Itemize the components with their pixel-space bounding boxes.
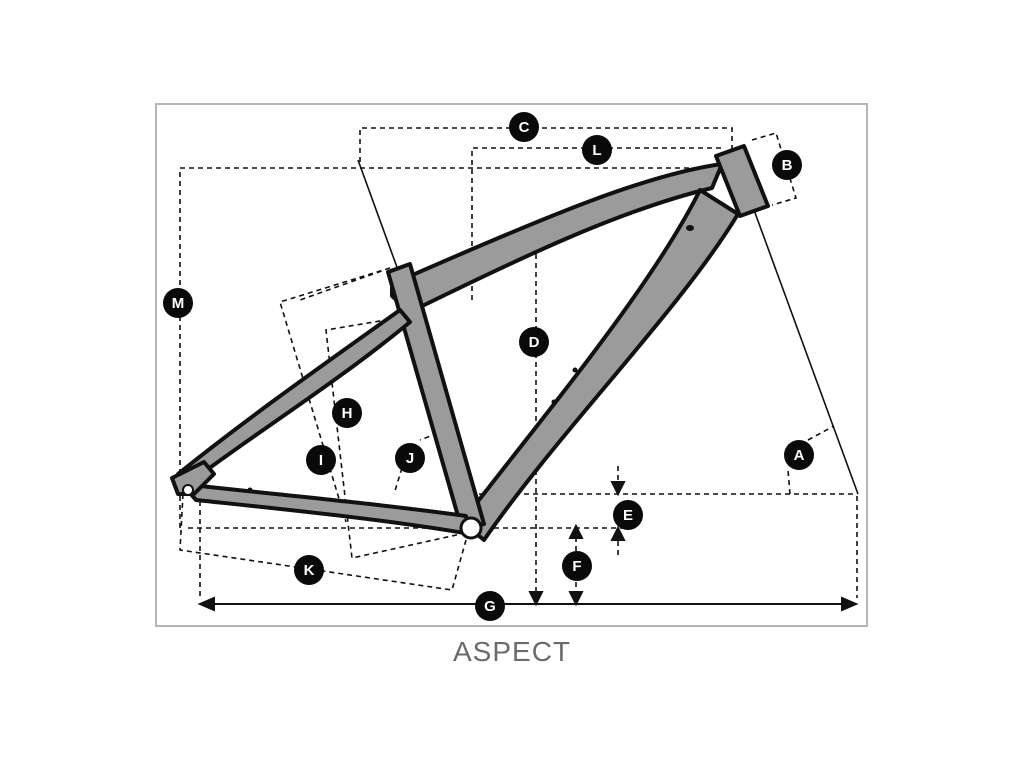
svg-text:E: E (623, 507, 633, 524)
marker-k: K (294, 555, 324, 585)
letter-markers: A B C D E F G (163, 112, 814, 621)
svg-text:C: C (519, 119, 530, 136)
svg-text:I: I (319, 452, 323, 469)
marker-e: E (613, 500, 643, 530)
svg-text:G: G (484, 598, 496, 615)
arrow-e-bottom-head (610, 525, 626, 541)
rear-dropout (170, 460, 216, 496)
marker-m: M (163, 288, 193, 318)
guide-l (471, 147, 724, 300)
marker-c: C (509, 112, 539, 142)
seat-tube (386, 262, 486, 532)
arrow-e-top-head (610, 481, 626, 497)
guide-b (751, 132, 798, 206)
bottle-boss-upper (572, 367, 578, 373)
svg-text:A: A (794, 447, 805, 464)
head-tube (714, 144, 770, 218)
arrow-g-right-head (841, 596, 859, 612)
svg-text:H: H (342, 405, 353, 422)
chain-stay (180, 482, 472, 536)
steering-axis-line (753, 209, 859, 495)
cable-port (686, 225, 694, 231)
svg-text:J: J (406, 450, 414, 467)
svg-text:B: B (782, 157, 793, 174)
guide-a (787, 425, 835, 495)
model-name-caption: ASPECT (452, 636, 572, 667)
bike-frame (170, 144, 770, 542)
measurement-guides (179, 127, 858, 600)
seat-axis-line (357, 159, 399, 271)
arrow-f-bottom-head (568, 591, 584, 607)
rear-axle (182, 484, 194, 496)
marker-d: D (519, 327, 549, 357)
marker-l: L (582, 135, 612, 165)
guide-m (179, 167, 718, 528)
stay-boss (247, 487, 253, 493)
dimension-arrows (197, 229, 859, 612)
guide-h (279, 267, 391, 523)
marker-a: A (784, 440, 814, 470)
axis-lines (357, 159, 859, 495)
guide-c (359, 127, 733, 162)
diagram-border (155, 103, 868, 627)
marker-g: G (475, 591, 505, 621)
top-tube (390, 162, 724, 314)
svg-text:D: D (529, 334, 540, 351)
marker-f: F (562, 551, 592, 581)
bottom-bracket (459, 516, 483, 540)
seat-stay (176, 308, 412, 480)
arrow-d-bottom-head (528, 591, 544, 607)
down-tube (460, 188, 740, 542)
marker-b: B (772, 150, 802, 180)
guide-i (325, 317, 471, 559)
arrow-f-top-head (568, 523, 584, 539)
marker-h: H (332, 398, 362, 428)
bottle-boss-lower (551, 399, 557, 405)
marker-j: J (395, 443, 425, 473)
frame-bosses (247, 225, 694, 493)
svg-text:L: L (592, 142, 601, 159)
svg-text:K: K (304, 562, 315, 579)
svg-text:M: M (172, 295, 185, 312)
arrow-g-left-head (197, 596, 215, 612)
svg-text:F: F (572, 558, 581, 575)
marker-i: I (306, 445, 336, 475)
